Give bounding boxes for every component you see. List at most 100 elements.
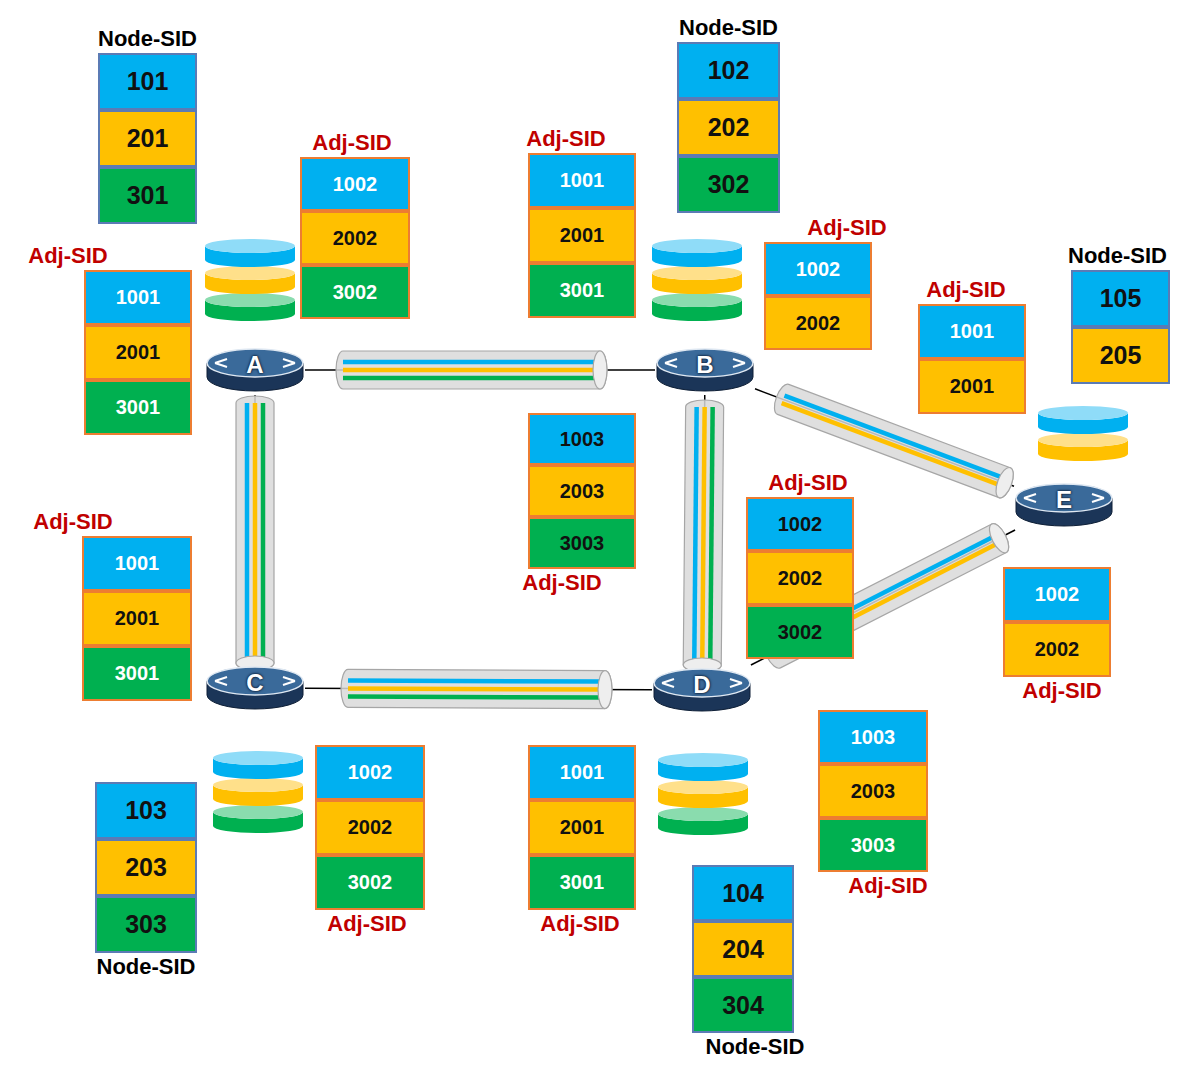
router-arrow <box>665 363 677 367</box>
sid-value: 2003 <box>560 480 605 503</box>
router-arrow <box>733 359 745 363</box>
router-name: B <box>655 351 755 379</box>
link-tube <box>683 395 724 672</box>
sid-cell: 104 <box>692 865 794 921</box>
sid-value: 301 <box>127 181 169 210</box>
sid-value: 3003 <box>851 834 896 857</box>
sid-cell: 103 <box>95 782 197 839</box>
sid-value: 2001 <box>950 375 995 398</box>
tube-stripe <box>343 360 600 365</box>
sid-cell: 1001 <box>82 536 192 591</box>
sid-value: 3003 <box>560 532 605 555</box>
tube-stripe <box>253 403 258 663</box>
sid-cell: 201 <box>98 110 197 167</box>
adj-sid-table: Adj-SID100220023002 <box>746 497 854 659</box>
link-tube <box>305 669 652 708</box>
node-sid-table: Node-SID104204304 <box>692 865 794 1033</box>
tube-stripe <box>710 407 712 665</box>
adj-sid-table: Adj-SID100120013001 <box>82 536 192 701</box>
sid-cell: 2003 <box>528 465 636 517</box>
adj-sid-heading: Adj-SID <box>848 874 927 898</box>
sid-cell: 1002 <box>746 497 854 551</box>
sid-cell: 2002 <box>746 551 854 605</box>
router-arrow <box>1024 494 1036 498</box>
node-sid-heading: Node-SID <box>97 955 196 979</box>
tube <box>236 396 274 670</box>
sid-cell: 3001 <box>528 263 636 318</box>
adj-sid-table: Adj-SID100320033003 <box>818 710 928 872</box>
sid-cell: 304 <box>692 977 794 1033</box>
node-sid-table: Node-SID103203303 <box>95 782 197 953</box>
sid-value: 1001 <box>116 286 161 309</box>
adj-sid-table: Adj-SID10022002 <box>764 242 872 350</box>
database-icon <box>205 239 295 321</box>
sid-value: 303 <box>125 910 167 939</box>
router-arrow <box>665 359 677 363</box>
node-sid-heading: Node-SID <box>1068 244 1167 268</box>
router: A <box>205 345 305 395</box>
sid-value: 3002 <box>348 871 393 894</box>
tube-stripe <box>245 403 250 663</box>
node-sid-table: Node-SID105205 <box>1071 270 1170 384</box>
sid-value: 302 <box>708 170 750 199</box>
tube-stripe <box>343 376 600 381</box>
router-name: D <box>652 671 752 699</box>
adj-sid-heading: Adj-SID <box>807 216 886 240</box>
router-arrow <box>283 681 295 685</box>
router-arrow <box>283 359 295 363</box>
sid-cell: 1002 <box>300 157 410 211</box>
sid-value: 201 <box>127 124 169 153</box>
adj-sid-table: Adj-SID100220023002 <box>300 157 410 319</box>
sid-value: 105 <box>1100 284 1142 313</box>
tube-end <box>593 351 607 389</box>
link-line <box>254 395 256 663</box>
sid-value: 1001 <box>115 552 160 575</box>
node-sid-table: Node-SID101201301 <box>98 53 197 224</box>
tube-stripe <box>702 407 704 665</box>
link-line <box>702 395 705 665</box>
sid-cell: 2001 <box>84 325 192 380</box>
sid-value: 3002 <box>778 621 823 644</box>
sid-cell: 102 <box>677 42 780 99</box>
router-arrow <box>1024 498 1036 502</box>
tube-end <box>986 521 1013 556</box>
router-name: E <box>1014 486 1114 514</box>
router-arrow <box>215 363 227 367</box>
adj-sid-table: Adj-SID100220023002 <box>315 745 425 910</box>
sid-cell: 2001 <box>528 800 636 855</box>
tube <box>341 669 612 708</box>
sid-cell: 1001 <box>528 745 636 800</box>
sid-value: 2001 <box>115 607 160 630</box>
adj-sid-heading: Adj-SID <box>526 127 605 151</box>
router-arrow <box>215 681 227 685</box>
router-name: C <box>205 669 305 697</box>
router-arrow <box>662 683 674 687</box>
sid-value: 101 <box>127 67 169 96</box>
sid-cell: 2002 <box>300 211 410 265</box>
sid-value: 1001 <box>560 761 605 784</box>
adj-sid-heading: Adj-SID <box>926 278 1005 302</box>
sid-value: 1002 <box>1035 583 1080 606</box>
sid-cell: 3001 <box>528 855 636 910</box>
router-arrow <box>215 359 227 363</box>
sid-value: 3001 <box>560 279 605 302</box>
tube-stripe <box>694 407 696 665</box>
sid-cell: 2001 <box>918 359 1026 414</box>
node-sid-heading: Node-SID <box>98 27 197 51</box>
sid-value: 103 <box>125 796 167 825</box>
adj-sid-table: Adj-SID100120013001 <box>84 270 192 435</box>
adj-sid-heading: Adj-SID <box>312 131 391 155</box>
sid-value: 1002 <box>348 761 393 784</box>
sid-value: 102 <box>708 56 750 85</box>
adj-sid-table: Adj-SID100320033003 <box>528 413 636 569</box>
tube-stripe <box>348 680 605 681</box>
sid-value: 2003 <box>851 780 896 803</box>
sid-value: 1001 <box>560 169 605 192</box>
sid-value: 2002 <box>796 312 841 335</box>
tube-stripe <box>348 696 605 697</box>
router: B <box>655 345 755 395</box>
sid-cell: 2003 <box>818 764 928 818</box>
sid-value: 2001 <box>560 224 605 247</box>
sid-cell: 1001 <box>918 304 1026 359</box>
